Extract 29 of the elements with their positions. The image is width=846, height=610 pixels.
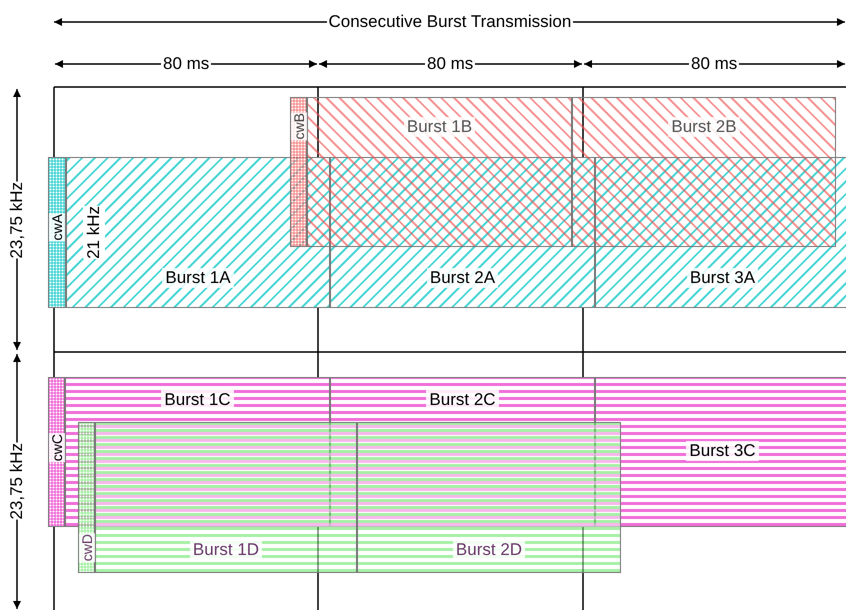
burst-block <box>357 422 621 573</box>
burst-label: Burst 1B <box>404 117 476 137</box>
burst-block <box>95 422 357 573</box>
pilot-tone-band <box>48 377 65 527</box>
band-label: cwC <box>48 433 64 462</box>
band-label: cwA <box>49 213 65 242</box>
burst-label: Burst 1D <box>190 540 262 560</box>
pilot-tone-band <box>290 97 307 247</box>
pilot-tone-band <box>78 422 95 573</box>
burst-block <box>595 157 846 308</box>
burst-block <box>66 157 330 308</box>
burst-block <box>330 377 595 527</box>
burst-label: Burst 2B <box>668 117 740 137</box>
pilot-tone-band <box>48 157 66 308</box>
burst-block <box>595 377 846 527</box>
band-label: cwD <box>78 533 94 562</box>
burst-label: Burst 1A <box>162 268 234 288</box>
burst-block <box>572 97 836 247</box>
burst-label: Burst 3C <box>686 441 759 461</box>
burst-block <box>330 157 595 308</box>
dimension-label: 21 kHz <box>83 206 105 258</box>
burst-label: Burst 2C <box>426 390 499 410</box>
burst-block <box>307 97 572 247</box>
burst-label: Burst 1C <box>161 390 234 410</box>
burst-label: Burst 3A <box>686 268 758 288</box>
band-label: cwB <box>290 112 306 140</box>
burst-block <box>65 377 330 527</box>
burst-label: Burst 2D <box>452 540 526 560</box>
burst-label: Burst 2A <box>426 268 498 288</box>
